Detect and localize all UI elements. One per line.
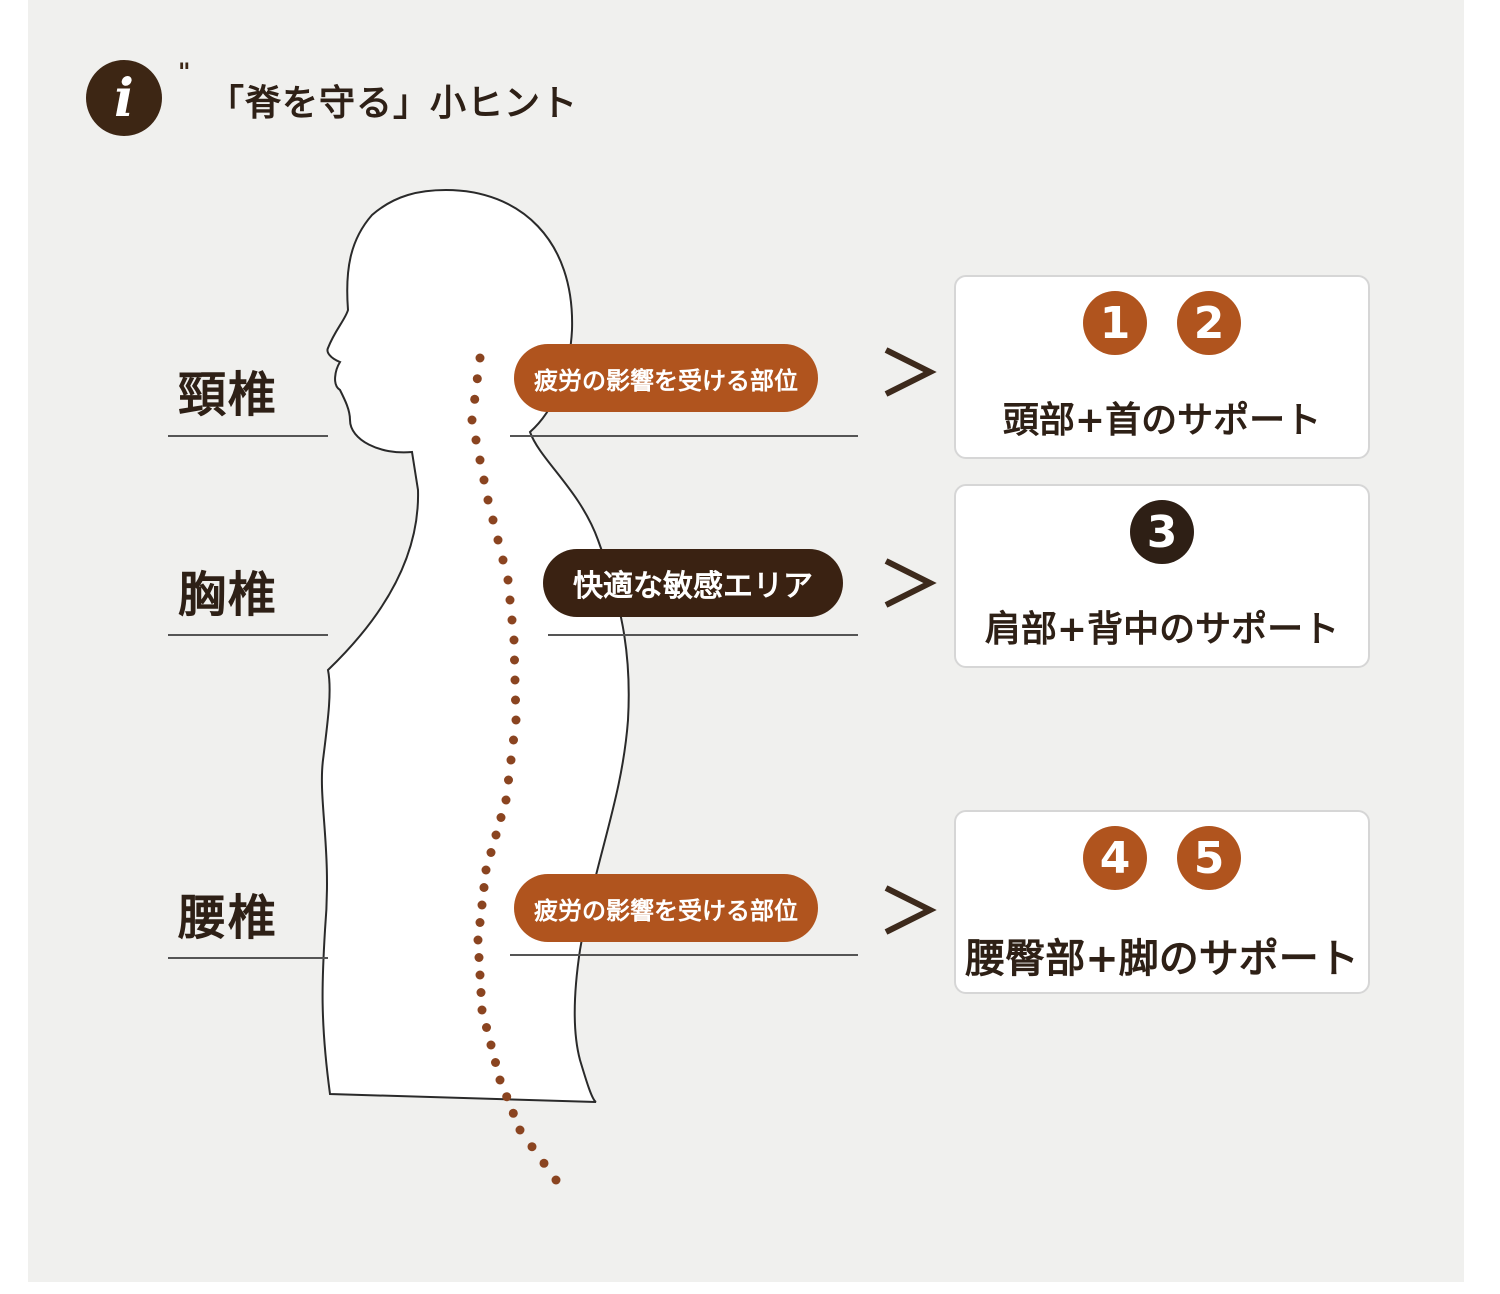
badge-row: 3 bbox=[956, 500, 1368, 564]
number-badge-5: 5 bbox=[1177, 826, 1241, 890]
spine-dot bbox=[477, 1005, 487, 1015]
spine-dot bbox=[515, 1125, 525, 1135]
support-text-waist-legs: 腰臀部+脚のサポート bbox=[965, 936, 1359, 982]
spine-dot bbox=[475, 918, 485, 927]
chevron-right-icon bbox=[884, 558, 937, 608]
number-badge-3: 3 bbox=[1130, 500, 1194, 564]
spine-dot bbox=[481, 865, 491, 875]
spine-dot bbox=[505, 595, 515, 605]
quote-mark: " bbox=[178, 58, 191, 86]
chevron-right-icon bbox=[884, 347, 937, 397]
spine-dot bbox=[496, 813, 506, 822]
spine-dot bbox=[476, 988, 486, 997]
spine-dot bbox=[472, 374, 482, 384]
chevron-right-icon bbox=[884, 885, 937, 935]
spine-dot bbox=[486, 848, 496, 857]
spine-dot bbox=[504, 775, 513, 785]
spine-dot bbox=[501, 795, 511, 805]
spine-dot bbox=[503, 575, 513, 585]
spine-dot bbox=[471, 435, 481, 445]
spine-dot bbox=[479, 883, 489, 892]
region-label-cervical: 頸椎 bbox=[178, 367, 279, 423]
spine-dot bbox=[475, 353, 485, 363]
spine-dot bbox=[539, 1158, 549, 1168]
spine-dot bbox=[491, 830, 501, 840]
support-card-head-neck: 1 2 頭部+首のサポート bbox=[954, 275, 1370, 459]
badge-row: 4 5 bbox=[956, 826, 1368, 890]
spine-dot bbox=[511, 695, 520, 705]
spine-dot bbox=[511, 715, 521, 725]
body-silhouette bbox=[320, 188, 630, 1103]
spine-dot bbox=[470, 394, 480, 404]
spine-dot bbox=[506, 755, 516, 765]
spine-dot bbox=[473, 935, 483, 945]
info-icon-letter: i bbox=[114, 67, 134, 129]
support-card-shoulder-back: 3 肩部+背中のサポート bbox=[954, 484, 1370, 668]
pill-thoracic: 快適な敏感エリア bbox=[543, 549, 843, 617]
spine-dot bbox=[510, 655, 519, 665]
pill-lumbar: 疲労の影響を受ける部位 bbox=[514, 874, 818, 942]
spine-dot bbox=[479, 475, 489, 485]
badge-row: 1 2 bbox=[956, 291, 1368, 355]
support-text-shoulder-back: 肩部+背中のサポート bbox=[984, 609, 1340, 650]
spine-dot bbox=[474, 953, 484, 962]
spine-dot bbox=[475, 455, 485, 465]
spine-dot bbox=[495, 1075, 505, 1085]
region-label-thoracic: 胸椎 bbox=[178, 567, 279, 623]
spine-dot bbox=[488, 515, 498, 525]
number-badge-1: 1 bbox=[1083, 291, 1147, 355]
spine-dot bbox=[493, 535, 503, 545]
spine-dot bbox=[507, 615, 517, 625]
spine-dot bbox=[467, 415, 477, 425]
support-card-waist-legs: 4 5 腰臀部+脚のサポート bbox=[954, 810, 1370, 994]
spine-dot bbox=[508, 1108, 518, 1118]
spine-dot bbox=[483, 495, 493, 505]
page-title: 「脊を守る」小ヒント bbox=[208, 83, 579, 124]
spine-dot bbox=[475, 970, 485, 980]
spine-dot bbox=[551, 1175, 561, 1185]
spine-dot bbox=[477, 900, 487, 910]
spine-dot bbox=[527, 1142, 537, 1152]
pill-cervical: 疲労の影響を受ける部位 bbox=[514, 344, 818, 412]
spine-dot bbox=[509, 635, 519, 645]
spine-dot bbox=[486, 1040, 496, 1050]
spine-dot bbox=[510, 675, 520, 685]
spine-dot bbox=[502, 1092, 512, 1102]
spine-dot bbox=[491, 1058, 500, 1067]
number-badge-4: 4 bbox=[1083, 826, 1147, 890]
number-badge-2: 2 bbox=[1177, 291, 1241, 355]
info-icon: i bbox=[86, 60, 162, 136]
region-label-lumbar: 腰椎 bbox=[178, 890, 279, 946]
spine-dots bbox=[467, 353, 561, 1185]
spine-dot bbox=[509, 735, 518, 745]
support-text-head-neck: 頭部+首のサポート bbox=[1002, 400, 1322, 441]
spine-dot bbox=[498, 555, 508, 565]
spine-dot bbox=[482, 1023, 491, 1032]
